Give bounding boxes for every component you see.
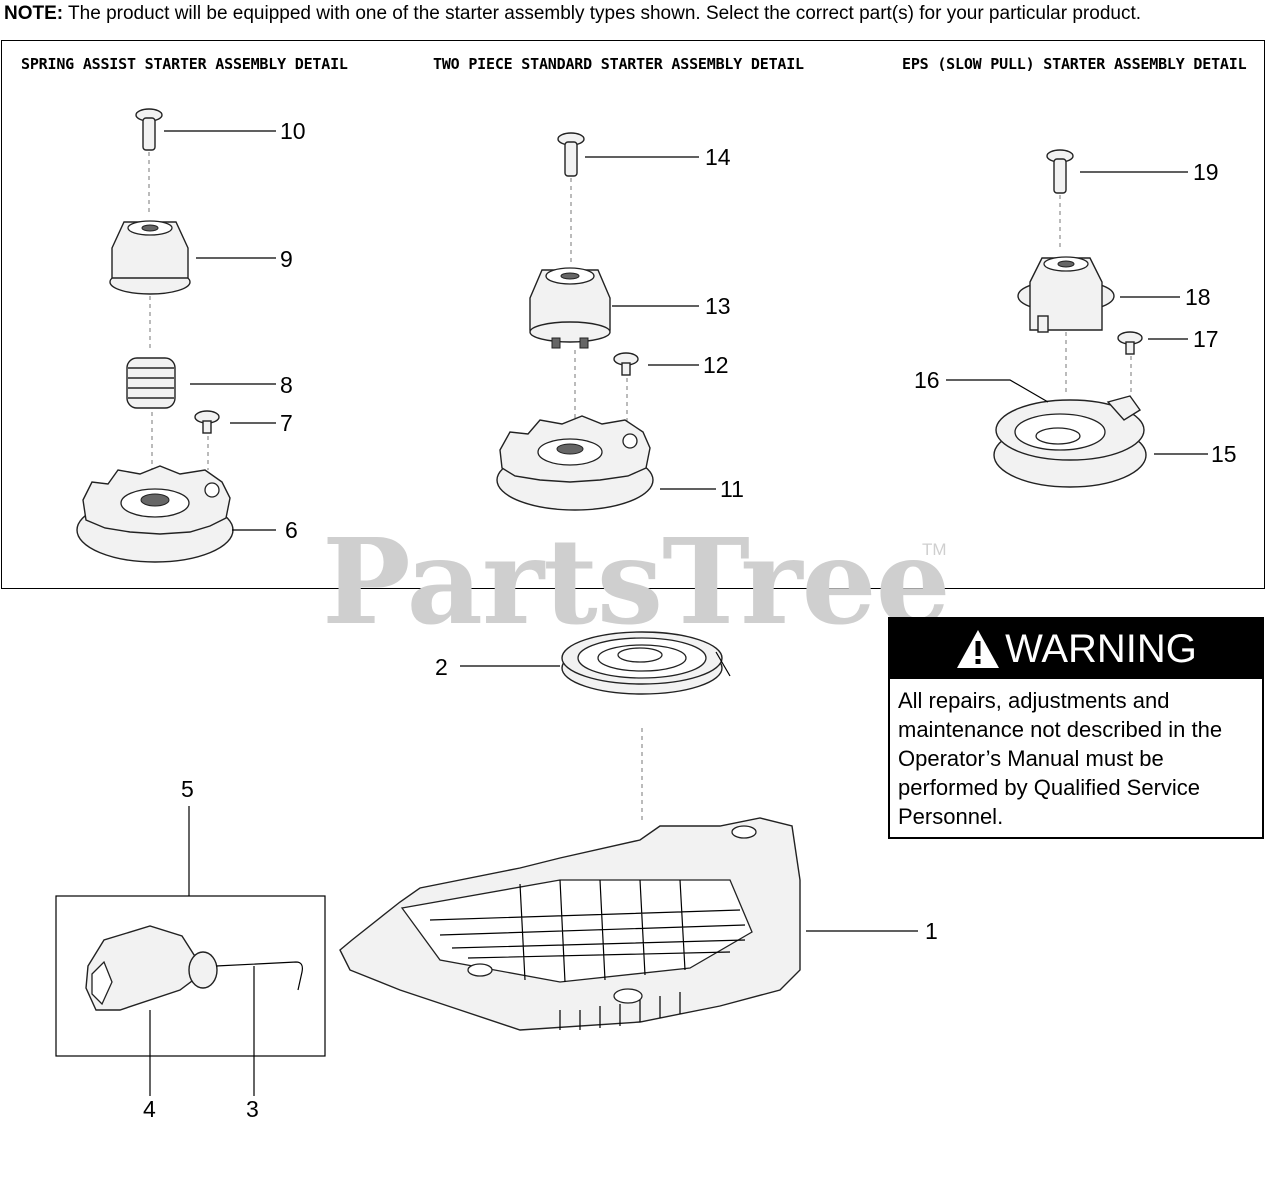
callout-2: 2 [435, 654, 448, 680]
starter-detail-box [1, 40, 1265, 589]
reel-15-icon [993, 395, 1147, 488]
partstree-watermark: PartsTree [322, 512, 951, 651]
callout-7: 7 [280, 410, 293, 436]
warning-title: WARNING [1005, 626, 1197, 671]
two-piece-title: TWO PIECE STANDARD STARTER ASSEMBLY DETA… [433, 55, 804, 73]
note-text: The product will be equipped with one of… [63, 3, 1142, 24]
warning-header: WARNING [890, 619, 1262, 679]
watermark-tm: TM [922, 540, 947, 559]
handle-detail-box [55, 895, 326, 1057]
pulley-9-icon [109, 220, 191, 295]
recoil-spring-2-icon [561, 631, 731, 695]
screw-19-icon [1046, 149, 1074, 194]
callout-9: 9 [280, 246, 293, 272]
starter-housing-1-icon [339, 817, 801, 1031]
screw-12-icon [613, 352, 639, 376]
note-label: NOTE: [4, 3, 64, 24]
callout-11: 11 [720, 476, 744, 502]
screw-10-icon [135, 108, 163, 151]
warning-triangle-icon [957, 630, 1000, 668]
screw-14-icon [557, 132, 585, 177]
callout-12: 12 [703, 352, 729, 378]
callout-1: 1 [925, 918, 938, 944]
callout-3: 3 [246, 1096, 259, 1122]
eps-title: EPS (SLOW PULL) STARTER ASSEMBLY DETAIL [902, 55, 1247, 73]
leader-lines [149, 130, 1208, 1096]
reel-6-icon [76, 465, 234, 563]
screw-17-icon [1117, 331, 1143, 355]
spring-assist-title: SPRING ASSIST STARTER ASSEMBLY DETAIL [21, 55, 348, 73]
callout-16: 16 [914, 367, 940, 393]
note-line: NOTE: The product will be equipped with … [4, 3, 1141, 25]
callout-14: 14 [705, 144, 731, 170]
warning-box: WARNING All repairs, adjustments and mai… [888, 617, 1264, 839]
reel-11-icon [496, 415, 654, 511]
callout-8: 8 [280, 372, 293, 398]
callout-6: 6 [285, 517, 298, 543]
callout-15: 15 [1211, 441, 1237, 467]
callout-4: 4 [143, 1096, 156, 1122]
spring-8-icon [126, 357, 176, 409]
screw-7-icon [194, 410, 220, 434]
callout-10: 10 [280, 118, 306, 144]
pulley-18-icon [1017, 256, 1115, 333]
pulley-13-icon [529, 267, 611, 349]
warning-text: All repairs, adjustments and maintenance… [898, 688, 1223, 829]
callout-18: 18 [1185, 284, 1211, 310]
callout-17: 17 [1193, 326, 1219, 352]
handle-4-icon [85, 925, 218, 1011]
callout-5: 5 [181, 776, 194, 802]
rope-3-icon [215, 961, 303, 991]
callout-19: 19 [1193, 159, 1219, 185]
callout-13: 13 [705, 293, 731, 319]
